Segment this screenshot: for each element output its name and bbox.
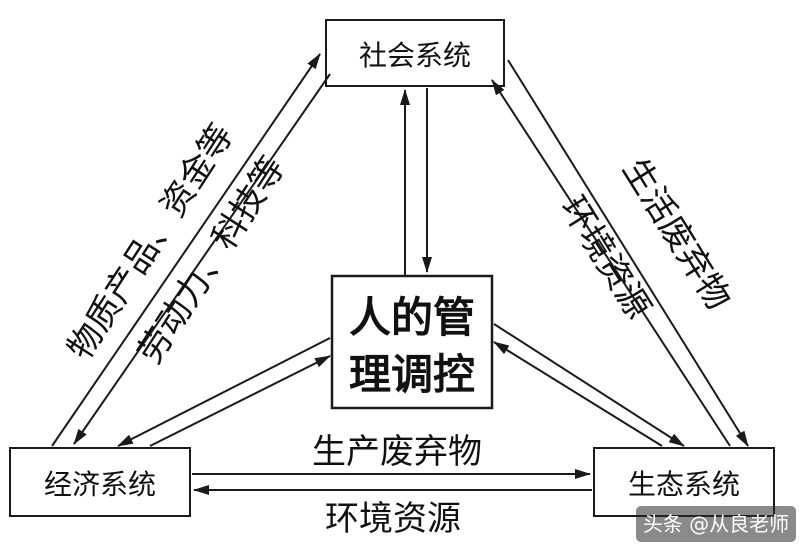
arrow-society-to-ecology xyxy=(507,59,749,447)
node-center-line1: 人的管 xyxy=(349,293,475,342)
label-eco-to-econ: 环境资源 xyxy=(325,499,461,539)
node-center: 人的管 理调控 xyxy=(330,274,494,410)
arrow-center-to-ecology xyxy=(493,323,685,447)
node-economy: 经济系统 xyxy=(9,447,191,517)
arrow-ecology-to-society xyxy=(491,79,731,447)
node-ecology-label: 生态系统 xyxy=(628,468,740,501)
arrow-ecology-to-center xyxy=(493,341,663,447)
arrow-center-to-economy xyxy=(117,337,331,447)
node-society-label: 社会系统 xyxy=(359,39,471,72)
node-center-line2: 理调控 xyxy=(349,350,475,399)
node-society: 社会系统 xyxy=(325,19,505,87)
arrow-economy-to-center xyxy=(149,355,331,447)
node-economy-label: 经济系统 xyxy=(44,468,156,501)
watermark-text: 头条 @从良老师 xyxy=(643,512,789,536)
arrow-society-to-economy xyxy=(73,73,331,445)
watermark: 头条 @从良老师 xyxy=(636,506,796,542)
node-ecology: 生态系统 xyxy=(593,447,775,517)
arrow-economy-to-society xyxy=(51,53,321,447)
label-econ-to-eco: 生产废弃物 xyxy=(312,432,482,472)
